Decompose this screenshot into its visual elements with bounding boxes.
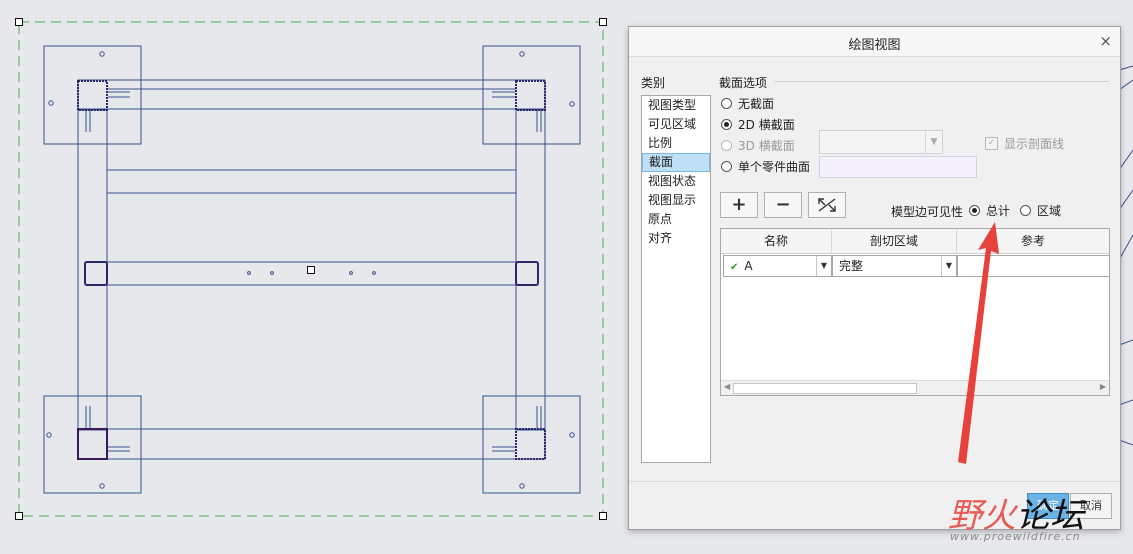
- radio-selected-icon[interactable]: [721, 118, 732, 130]
- radio-3d-section: 3D 横截面: [721, 136, 795, 154]
- scroll-right-icon[interactable]: ▶: [1099, 382, 1106, 391]
- hole: [349, 271, 353, 275]
- radio-3d-section-label: 3D 横截面: [738, 138, 795, 153]
- edge-total-label: 总计: [986, 203, 1011, 218]
- resize-handle-tl[interactable]: [15, 18, 23, 26]
- edge-area-label: 区域: [1037, 203, 1062, 218]
- radio-2d-section-label: 2D 横截面: [738, 117, 795, 132]
- category-origin[interactable]: 原点: [648, 212, 673, 226]
- table-row-area-cell[interactable]: 完整 ▼: [832, 255, 957, 277]
- check-icon: ✔: [730, 262, 739, 273]
- hole: [270, 271, 274, 275]
- chevron-down-icon[interactable]: ▼: [941, 256, 956, 276]
- radio-icon[interactable]: [721, 160, 732, 172]
- radio-no-section[interactable]: 无截面: [721, 94, 774, 112]
- post-bottom-right: [515, 428, 546, 460]
- base-plate-tr: [482, 45, 581, 145]
- hole: [519, 51, 525, 57]
- radio-edge-total[interactable]: 总计: [969, 201, 1010, 219]
- radio-selected-icon[interactable]: [969, 204, 980, 216]
- hole: [48, 100, 54, 106]
- section-options-label: 截面选项: [719, 76, 768, 90]
- view-boundary[interactable]: [18, 21, 604, 517]
- post-mid-left: [84, 261, 108, 286]
- flip-arrows-icon: [818, 198, 836, 212]
- category-visible-area[interactable]: 可见区域: [648, 117, 697, 131]
- radio-edge-area[interactable]: 区域: [1020, 201, 1061, 219]
- radio-icon: [721, 139, 732, 151]
- dialog-titlebar[interactable]: 绘图视图 ×: [629, 27, 1120, 57]
- chevron-down-icon[interactable]: ▼: [816, 256, 831, 276]
- hole: [99, 483, 105, 489]
- cancel-button[interactable]: 取消: [1070, 493, 1112, 519]
- part-surface-input[interactable]: [819, 156, 977, 178]
- category-scale[interactable]: 比例: [648, 136, 673, 150]
- section-table: 名称 剖切区域 参考 ✔ A ▼ 完整 ▼ ◀ ▶: [720, 228, 1110, 396]
- view-center-handle[interactable]: [307, 266, 315, 274]
- post-mid-right: [515, 261, 539, 286]
- post-top-left: [77, 80, 108, 111]
- table-row-name-cell[interactable]: ✔ A ▼: [723, 255, 832, 277]
- post-bottom-left: [77, 428, 108, 460]
- category-list: 视图类型 可见区域 比例 截面 视图状态 视图显示 原点 对齐: [641, 95, 711, 463]
- show-hatch-label: 显示剖面线: [1004, 137, 1065, 151]
- check-icon: ✓: [985, 137, 998, 150]
- ok-button[interactable]: 确定: [1027, 493, 1069, 519]
- category-section[interactable]: 截面: [642, 153, 710, 172]
- watermark-logo: 野火论坛 www.proewildfire.cn: [948, 488, 1133, 554]
- hole: [372, 271, 376, 275]
- remove-section-button[interactable]: −: [764, 192, 802, 218]
- scroll-thumb[interactable]: [733, 383, 917, 394]
- watermark-url: www.proewildfire.cn: [950, 530, 1081, 543]
- drawing-view-dialog: 绘图视图 × 类别 视图类型 可见区域 比例 截面 视图状态 视图显示 原点 对…: [628, 26, 1121, 530]
- post-top-right: [515, 80, 546, 111]
- resize-handle-br[interactable]: [599, 512, 607, 520]
- category-alignment[interactable]: 对齐: [648, 231, 673, 245]
- base-plate-bl: [43, 395, 142, 494]
- hole: [46, 432, 52, 438]
- close-icon[interactable]: ×: [1099, 32, 1112, 50]
- radio-icon[interactable]: [721, 97, 732, 109]
- section-name: A: [744, 259, 753, 273]
- edge-visibility-label: 模型边可见性: [891, 205, 964, 219]
- cut-area-value: 完整: [839, 259, 864, 273]
- category-label: 类别: [641, 76, 666, 90]
- radio-2d-section[interactable]: 2D 横截面: [721, 115, 795, 133]
- table-row-ref-cell[interactable]: [957, 255, 1109, 277]
- column-header-reference[interactable]: 参考: [957, 229, 1109, 254]
- resize-handle-tr[interactable]: [599, 18, 607, 26]
- base-plate-tl: [43, 45, 142, 145]
- hole: [519, 483, 525, 489]
- radio-single-part-surface-label: 单个零件曲面: [738, 159, 811, 174]
- flip-direction-button[interactable]: [808, 192, 846, 218]
- hole: [99, 51, 105, 57]
- group-divider: [775, 81, 1109, 82]
- radio-icon[interactable]: [1020, 204, 1031, 216]
- category-view-display[interactable]: 视图显示: [648, 193, 697, 207]
- background-drawing-fragment: [1119, 65, 1133, 446]
- category-view-state[interactable]: 视图状态: [648, 174, 697, 188]
- add-section-button[interactable]: +: [720, 192, 758, 218]
- radio-no-section-label: 无截面: [738, 96, 775, 111]
- chevron-down-icon: ▼: [925, 131, 942, 153]
- watermark-brand: 野火论坛: [948, 496, 1084, 536]
- scroll-left-icon[interactable]: ◀: [724, 382, 731, 391]
- category-view-type[interactable]: 视图类型: [648, 98, 697, 112]
- base-plate-br: [482, 395, 581, 494]
- column-header-name[interactable]: 名称: [721, 229, 832, 254]
- column-header-cut-area[interactable]: 剖切区域: [832, 229, 957, 254]
- radio-single-part-surface[interactable]: 单个零件曲面: [721, 157, 810, 175]
- hole: [569, 101, 575, 107]
- show-hatch-checkbox: ✓ 显示剖面线: [985, 135, 1064, 152]
- hole: [569, 432, 575, 438]
- hole: [247, 271, 251, 275]
- horizontal-scrollbar[interactable]: ◀ ▶: [721, 380, 1109, 395]
- drawing-canvas[interactable]: [0, 0, 620, 554]
- footer-divider: [629, 481, 1120, 482]
- dialog-title: 绘图视图: [848, 38, 901, 53]
- resize-handle-bl[interactable]: [15, 512, 23, 520]
- section-3d-combo: ▼: [819, 130, 943, 154]
